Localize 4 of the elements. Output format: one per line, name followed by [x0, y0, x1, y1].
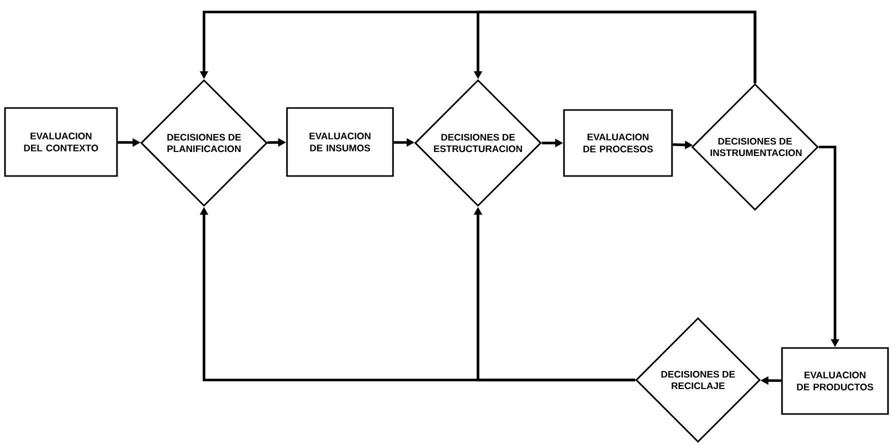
process-box: EVALUACION DEL CONTEXTO — [4, 107, 118, 177]
process-box: EVALUACION DE PRODUCTOS — [781, 347, 889, 415]
process-box: EVALUACION DE PROCESOS — [563, 109, 673, 177]
process-box: EVALUACION DE INSUMOS — [286, 107, 394, 177]
